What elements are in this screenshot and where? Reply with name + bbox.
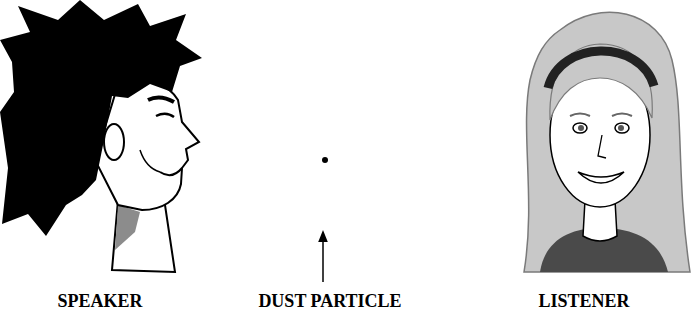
part-label: SPEAKER <box>57 292 142 312</box>
speaker-ear <box>104 124 124 160</box>
dust-particle <box>322 157 328 163</box>
speaker-mouth <box>160 168 182 175</box>
part-label: DUST PARTICLE <box>258 292 401 312</box>
listener-headband <box>548 51 654 88</box>
listener-hair <box>524 12 690 272</box>
leader-arrow <box>322 236 324 282</box>
speaker-neck-shadow <box>115 205 140 250</box>
speaker-eyebrow <box>148 97 174 102</box>
listener-pupil-left <box>578 125 584 131</box>
listener-eye-right <box>615 123 629 133</box>
speaker-figure <box>0 0 202 272</box>
listener-figure <box>524 12 690 272</box>
part-label: LISTENER <box>538 292 629 312</box>
listener-pupil-right <box>618 125 624 131</box>
speaker-cheek <box>140 150 160 172</box>
listener-nose <box>598 135 606 158</box>
listener-eye-left <box>573 123 587 133</box>
listener-eyebrows <box>570 114 632 117</box>
speaker-hair <box>0 0 202 236</box>
speaker-eye <box>156 114 174 117</box>
listener-mouth <box>578 172 624 183</box>
